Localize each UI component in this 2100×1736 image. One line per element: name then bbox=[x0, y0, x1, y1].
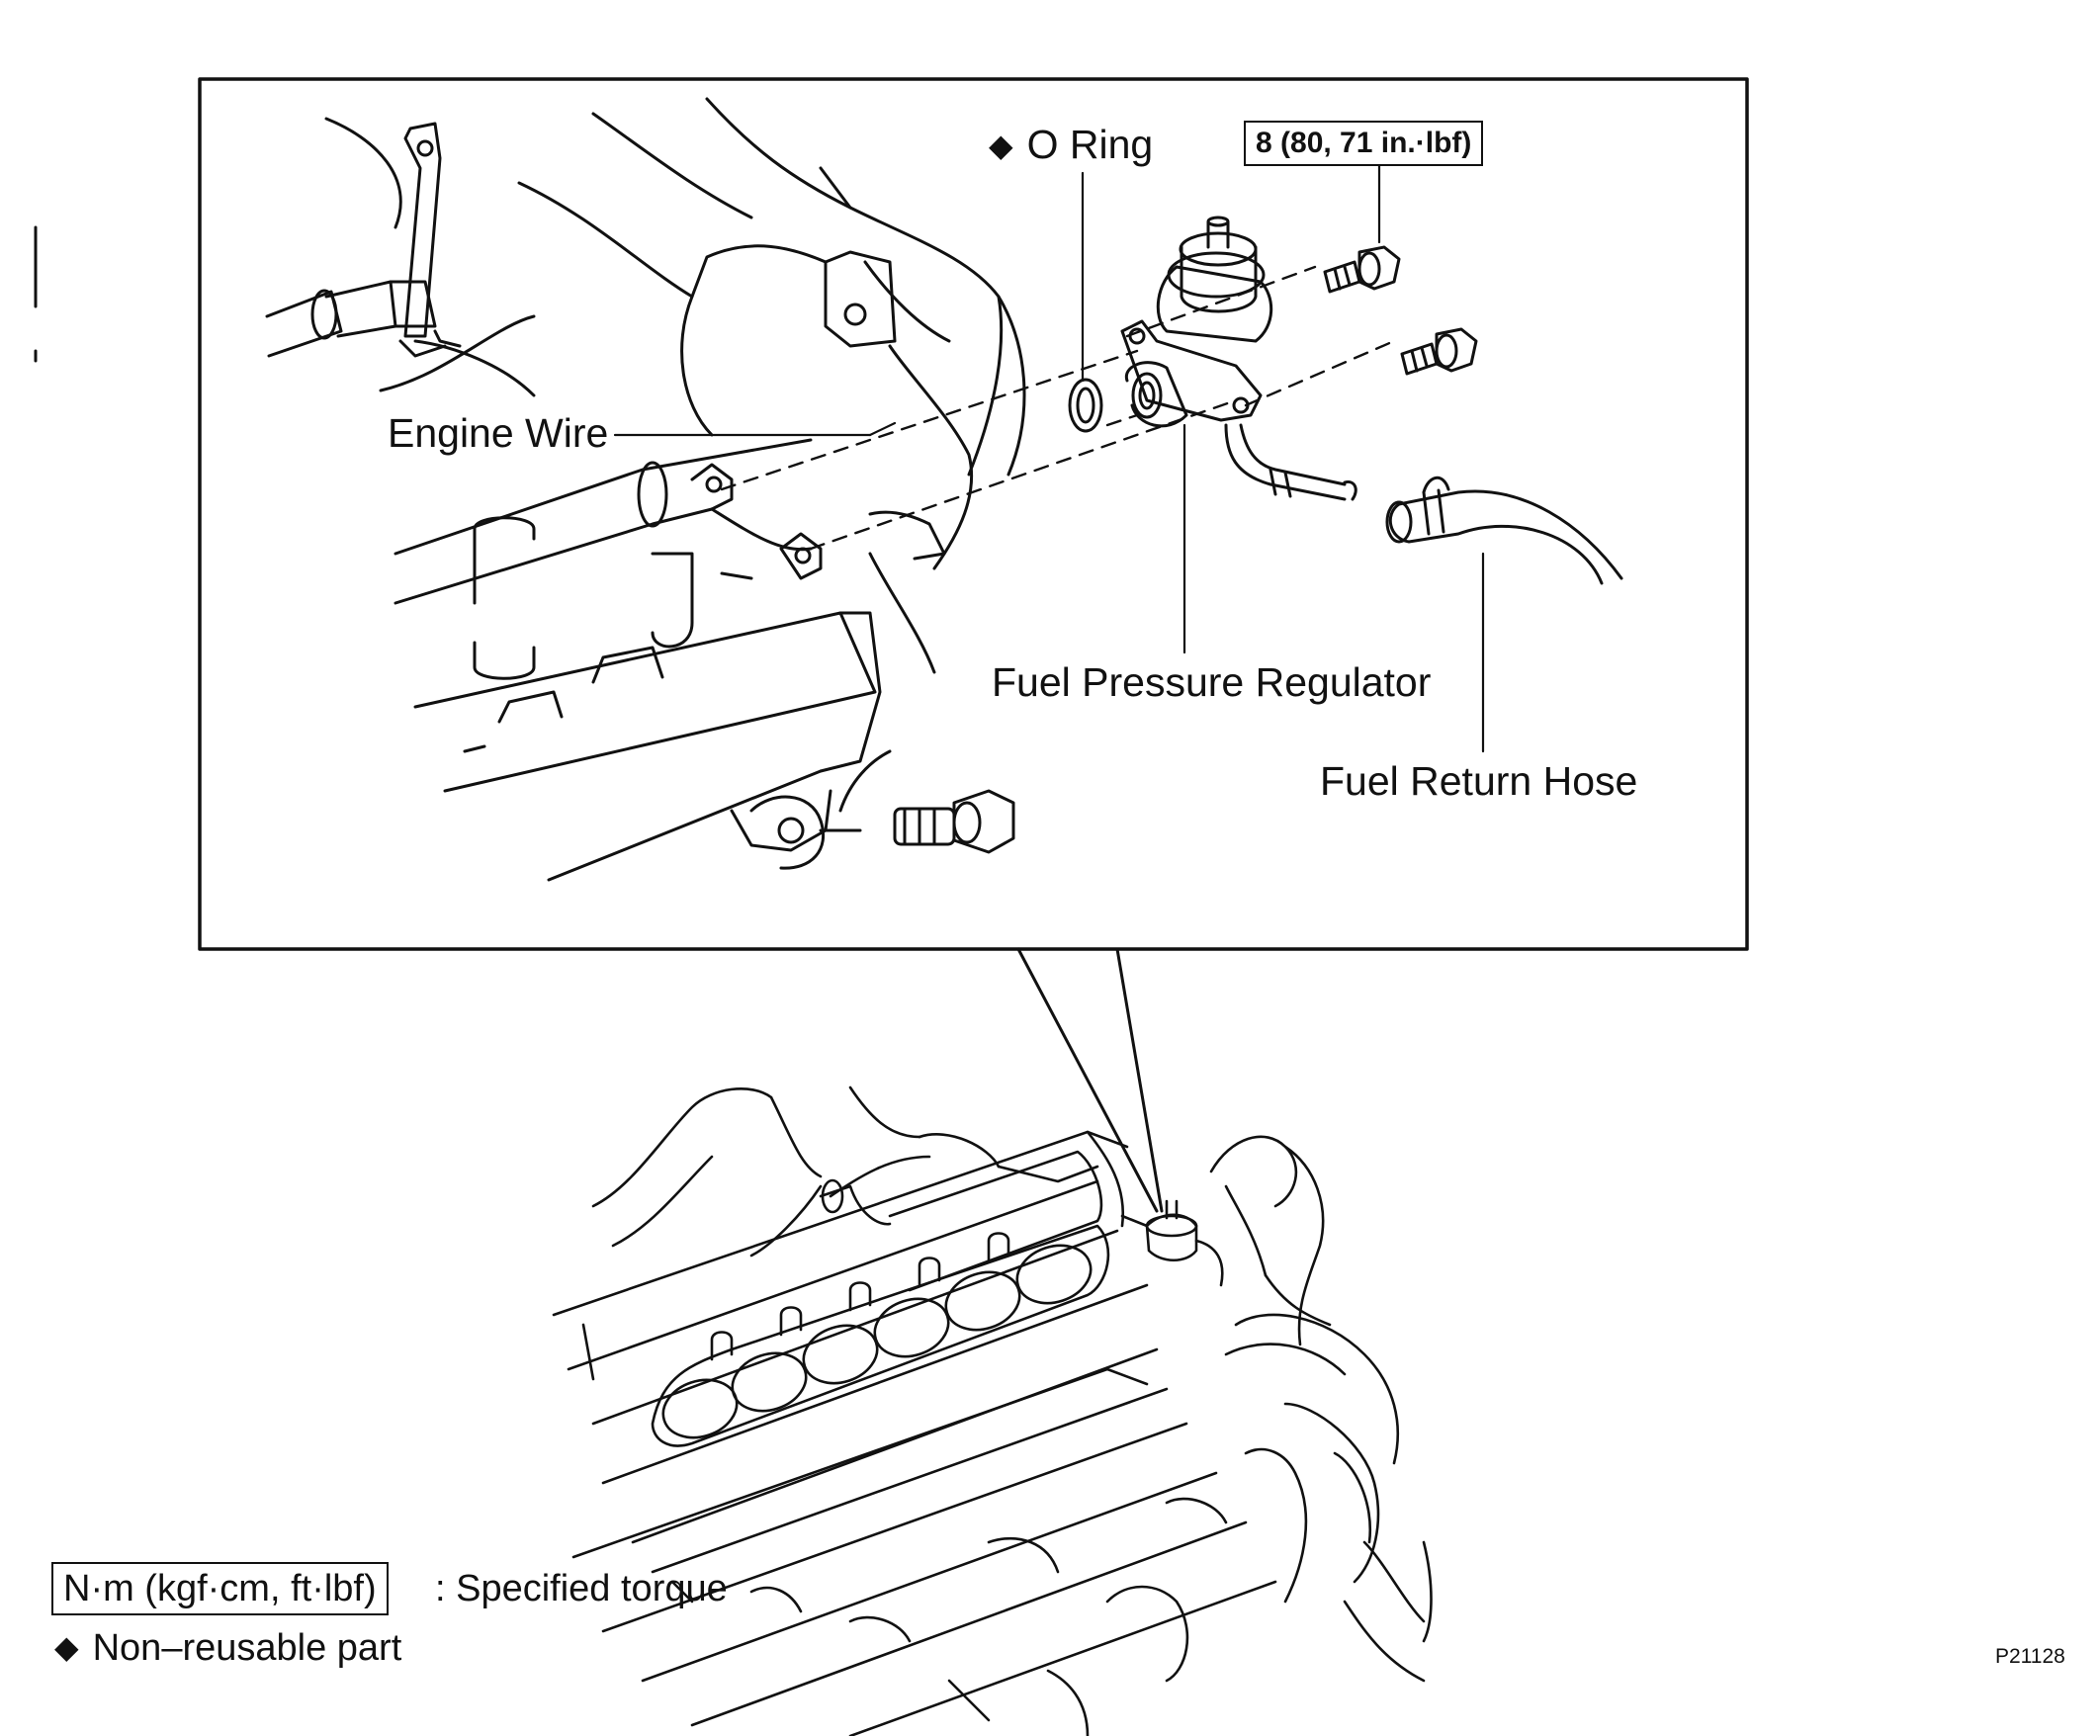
fuel-pressure-regulator-part bbox=[1120, 216, 1357, 501]
o-ring-label: ◆ O Ring bbox=[989, 125, 1153, 165]
fuel-return-hose-part bbox=[1385, 476, 1623, 585]
callout-line-left bbox=[1016, 947, 1159, 1213]
o-ring-part bbox=[1068, 378, 1103, 433]
non-reusable-diamond-icon: ◆ bbox=[989, 128, 1013, 163]
engine-wire-label: Engine Wire bbox=[388, 410, 609, 456]
legend-torque-unit-box: N·m (kgf·cm, ft·lbf) bbox=[51, 1562, 389, 1615]
intake-ports bbox=[651, 1224, 1110, 1447]
legend-non-reusable-text: Non–reusable part bbox=[92, 1627, 402, 1669]
legend-torque-description: : Specified torque bbox=[435, 1568, 728, 1609]
fuel-pressure-regulator-label: Fuel Pressure Regulator bbox=[992, 659, 1432, 705]
torque-spec-value: 8 (80, 71 in.·lbf) bbox=[1256, 127, 1472, 159]
figure-code: P21128 bbox=[1995, 1645, 2065, 1668]
torque-spec-box: 8 (80, 71 in.·lbf) bbox=[1244, 121, 1484, 166]
engine-overview-illustration bbox=[552, 1085, 1433, 1736]
legend-torque-unit: N·m (kgf·cm, ft·lbf) bbox=[63, 1568, 377, 1609]
callout-line-right bbox=[1115, 947, 1164, 1213]
detail-frame bbox=[198, 77, 1749, 951]
legend-diamond-icon: ◆ bbox=[54, 1629, 79, 1665]
o-ring-text: O Ring bbox=[1026, 122, 1154, 167]
fuel-return-hose-label: Fuel Return Hose bbox=[1320, 758, 1638, 804]
detail-illustration bbox=[265, 97, 1623, 882]
legend-non-reusable: ◆ Non–reusable part bbox=[54, 1629, 401, 1667]
